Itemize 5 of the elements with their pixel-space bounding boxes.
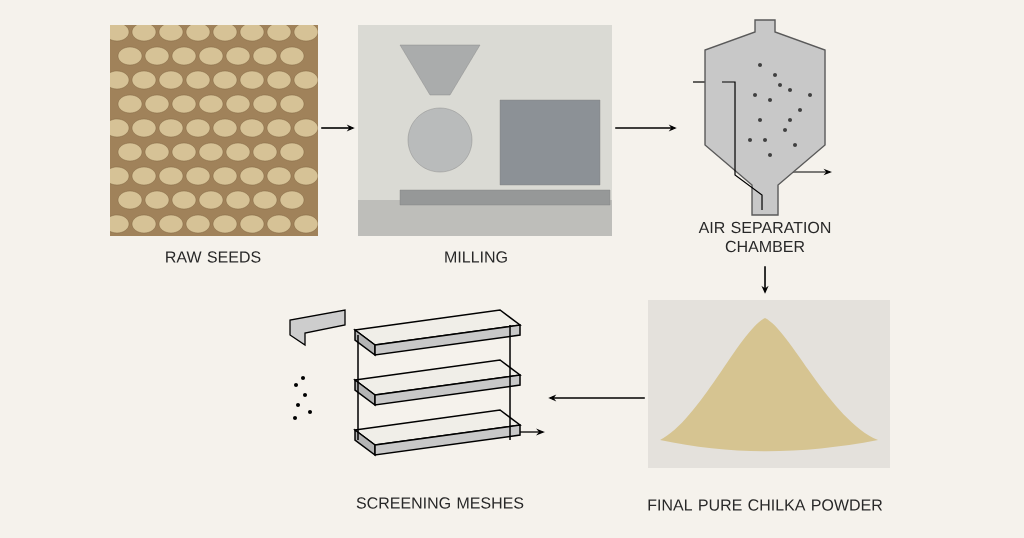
step-caption: SCREENING MESHES [356, 497, 524, 509]
step-caption: MILLING [445, 251, 507, 263]
step-caption: FINAL PURE CHILKA POWDER [648, 499, 883, 511]
step-caption: RAW SEEDS [166, 251, 261, 263]
step-caption: AIR SEPARATION CHAMBER [698, 221, 831, 253]
